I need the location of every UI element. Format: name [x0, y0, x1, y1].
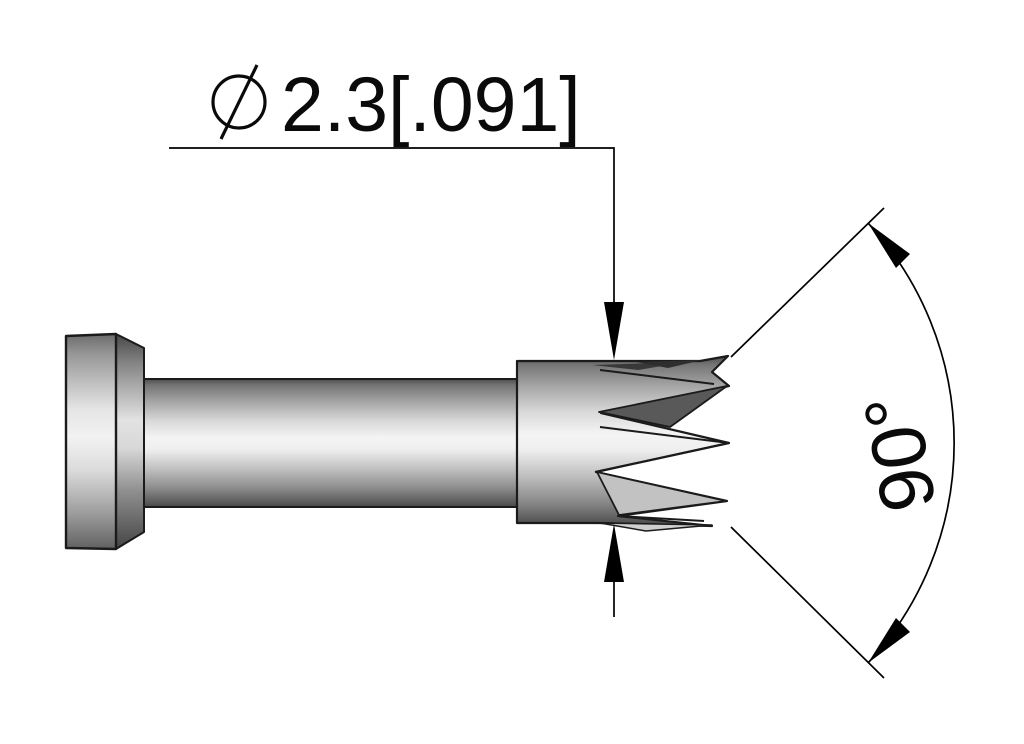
diameter-symbol-circle — [211, 74, 267, 130]
diameter-symbol-icon — [211, 64, 267, 140]
angle-dimension-text: 90° — [848, 388, 953, 518]
diameter-dimension: 2.3[.091] — [169, 62, 624, 617]
crown-top-tooth-edge — [599, 369, 715, 385]
angle-arc — [867, 222, 955, 664]
diameter-leader-line — [169, 147, 615, 302]
angle-extension-line-upper — [730, 207, 885, 358]
crown-mid-tooth-edges — [594, 426, 730, 473]
part-head-chamfer — [115, 333, 145, 550]
diameter-arrow-bottom — [604, 524, 624, 582]
angle-extension-line-lower — [730, 526, 885, 679]
angle-arrow-lower — [868, 618, 910, 663]
diameter-arrow-top — [604, 302, 624, 360]
crown-top-sliver-tooth-2 — [636, 360, 702, 368]
diameter-symbol-slash — [219, 64, 259, 140]
crown-back-tooth-light — [596, 471, 727, 516]
part-view — [64, 332, 731, 551]
part-shaft — [142, 378, 518, 508]
crown-bottom-tooth-edge — [617, 515, 705, 522]
part-head-face — [64, 332, 118, 551]
angle-dimension: 90° — [730, 207, 955, 679]
diameter-dimension-text: 2.3[.091] — [281, 62, 581, 148]
crown-back-tooth-dark — [598, 385, 728, 428]
angle-arrow-upper — [868, 223, 910, 268]
crown-bottom-sliver-tooth — [599, 522, 713, 532]
